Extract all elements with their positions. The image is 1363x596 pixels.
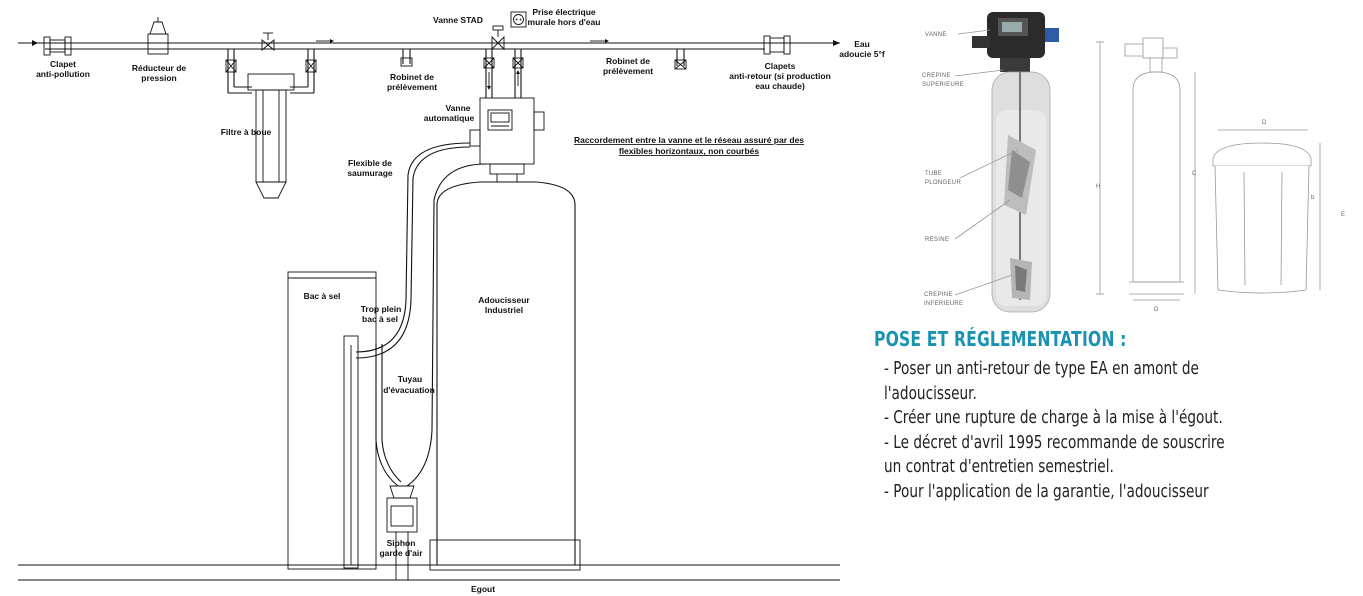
sewer-pipe [18, 564, 840, 581]
label-eau-2: adoucie 5°f [839, 49, 885, 59]
label-robinet1-1: Robinet de [390, 72, 434, 82]
label-trop-plein-1: Trop plein [361, 304, 402, 314]
sampling-tap-2-icon [674, 49, 687, 70]
label-clapet-2: anti-pollution [36, 69, 90, 79]
label-clapet-1: Clapet [50, 59, 76, 69]
label-trop-plein-2: bac à sel [362, 314, 398, 324]
photo-label-crepine-sup-1: CREPINE [922, 73, 951, 79]
dim-d-top: D [1262, 120, 1267, 126]
dimension-bin-drawing: D b E [1212, 120, 1345, 294]
pose-item: un contrat d'entretien semestriel. [884, 457, 1114, 477]
label-prise-2: murale hors d'eau [528, 17, 601, 27]
label-adoucisseur-2: Industriel [485, 305, 523, 315]
dim-h: H [1096, 184, 1101, 190]
dim-e: E [1341, 212, 1345, 218]
dimension-tank-drawing: H C D [1096, 37, 1197, 313]
label-robinet2-1: Robinet de [606, 56, 650, 66]
label-egout: Egout [471, 584, 495, 594]
label-reducteur-2: pression [141, 73, 176, 83]
main-pipe [18, 39, 840, 50]
label-tuyau-1: Tuyau [398, 374, 422, 384]
dim-d-bottom: D [1154, 307, 1159, 313]
automatic-valve-icon [469, 97, 545, 182]
photo-label-vanne: VANNE [925, 32, 947, 38]
drain-hose [375, 163, 487, 487]
label-robinet1-2: prélèvement [387, 82, 437, 92]
label-vanne-auto-2: automatique [424, 113, 475, 123]
softener-tank [429, 181, 581, 571]
label-vanne-stad: Vanne STAD [433, 15, 483, 25]
pose-list: - Poser un anti-retour de type EA en amo… [884, 357, 1363, 504]
mud-filter-icon [247, 73, 295, 199]
power-socket-icon [510, 11, 527, 28]
photo-label-crepine-inf-1: CREPINE [924, 292, 953, 298]
label-siphon-2: garde d'air [379, 548, 423, 558]
check-valves-icon [763, 35, 791, 55]
filter-bypass [225, 49, 317, 94]
label-raccordement-1: Raccordement entre la vanne et le réseau… [574, 135, 804, 145]
softener-cutaway-photo: VANNE CREPINE SUPERIEURE TUBE PLONGEUR R… [922, 12, 1059, 313]
label-flexible-2: saumurage [347, 168, 393, 178]
label-vanne-auto-1: Vanne [445, 103, 470, 113]
label-raccordement-2: flexibles horizontaux, non courbés [619, 146, 760, 156]
pressure-reducer-icon [147, 17, 169, 55]
label-reducteur-1: Réducteur de [132, 63, 187, 73]
siphon-icon [386, 485, 418, 580]
label-prise-1: Prise électrique [532, 7, 596, 17]
pose-item: - Créer une rupture de charge à la mise … [884, 408, 1223, 428]
sampling-tap-1-icon [400, 49, 413, 67]
photo-label-crepine-sup-2: SUPERIEURE [922, 82, 964, 88]
label-eau-1: Eau [854, 39, 870, 49]
photo-label-crepine-inf-2: INFERIEURE [924, 301, 963, 307]
label-flexible-1: Flexible de [348, 158, 392, 168]
pose-item: l'adoucisseur. [884, 383, 977, 404]
photo-label-resine: RESINE [925, 237, 949, 243]
label-clapets-3: eau chaude) [755, 81, 805, 91]
salt-bin [287, 271, 377, 570]
dim-c: C [1192, 171, 1197, 177]
schema-labels: Clapet anti-pollution Réducteur de press… [36, 7, 885, 594]
label-clapets-1: Clapets [765, 61, 796, 71]
pose-item: - Le décret d'avril 1995 recommande de s… [884, 432, 1225, 453]
photo-label-tube-1: TUBE [925, 171, 942, 177]
pose-item: - Pour l'application de la garantie, l'a… [884, 481, 1209, 502]
label-bac-sel: Bac à sel [304, 291, 341, 301]
clapet-antipollution-icon [43, 36, 72, 56]
label-adoucisseur-1: Adoucisseur [478, 295, 530, 305]
label-robinet2-2: prélèvement [603, 66, 653, 76]
main-valve-icon [261, 32, 275, 51]
dim-b: b [1311, 195, 1315, 201]
valve-bypass [483, 49, 524, 98]
label-clapets-2: anti-retour (si production [729, 71, 831, 81]
label-tuyau-2: d'évacuation [383, 385, 435, 395]
photo-label-tube-2: PLONGEUR [925, 180, 961, 186]
label-filtre: Filtre à boue [221, 127, 272, 137]
pose-item: - Poser un anti-retour de type EA en amo… [884, 359, 1199, 379]
label-siphon-1: Siphon [387, 538, 416, 548]
stad-valve-icon [491, 25, 505, 51]
pose-title: POSE ET RÉGLEMENTATION : [874, 327, 1127, 351]
